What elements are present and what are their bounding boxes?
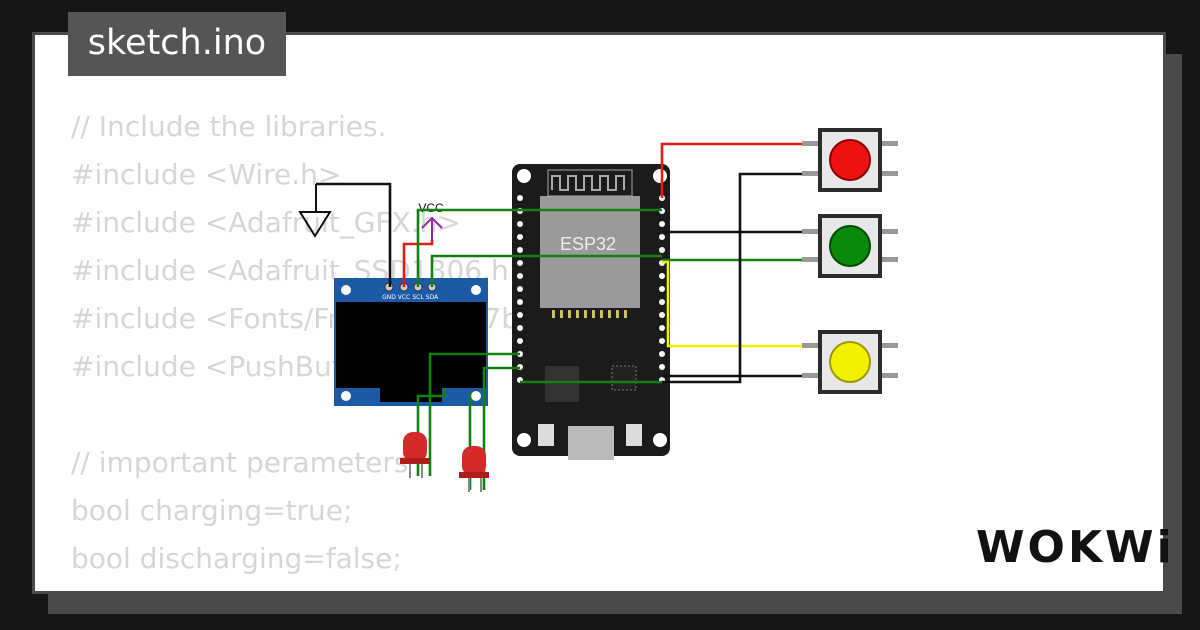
- wire-led1: [428, 352, 520, 476]
- pushbutton-green[interactable]: [802, 214, 898, 278]
- pushbutton-yellow[interactable]: [802, 330, 898, 394]
- esp32-module-pads: [552, 310, 627, 318]
- wire-oled-scl: [416, 208, 662, 287]
- code-line: // Include the libraries.: [71, 110, 387, 143]
- esp32-label: ESP32: [560, 234, 616, 254]
- pushbutton-red[interactable]: [802, 128, 898, 192]
- wire-btn-yellow: [662, 260, 820, 348]
- oled-pin-vcc: VCC: [398, 294, 410, 301]
- led-2[interactable]: [459, 446, 489, 492]
- code-line: bool charging=true;: [71, 494, 353, 527]
- code-line: #include <Wire.h>: [71, 158, 342, 191]
- oled-pin-scl: SCL: [412, 294, 424, 301]
- code-line: bool discharging=false;: [71, 542, 402, 575]
- wire-oled-gnd: [316, 182, 392, 287]
- file-tab[interactable]: sketch.ino: [68, 12, 286, 76]
- code-line: // important perameters: [71, 446, 409, 479]
- esp32-board[interactable]: ESP32: [512, 164, 670, 460]
- oled-pin-sda: SDA: [426, 294, 439, 301]
- oled-pin-gnd: GND: [382, 294, 396, 301]
- vcc-symbol: VCC: [418, 201, 444, 240]
- wire-btn-red-gnd: [662, 172, 820, 384]
- oled-display[interactable]: GND VCC SCL SDA: [334, 278, 488, 406]
- wire-led2: [482, 366, 520, 490]
- wire-oled-sda: [430, 254, 662, 287]
- wires: [316, 142, 820, 490]
- led-1[interactable]: [400, 432, 430, 478]
- wokwi-logo: WOKWi: [976, 522, 1175, 573]
- vcc-label: VCC: [418, 201, 444, 215]
- ground-symbol: [298, 184, 332, 238]
- wire-btn-red: [660, 142, 820, 198]
